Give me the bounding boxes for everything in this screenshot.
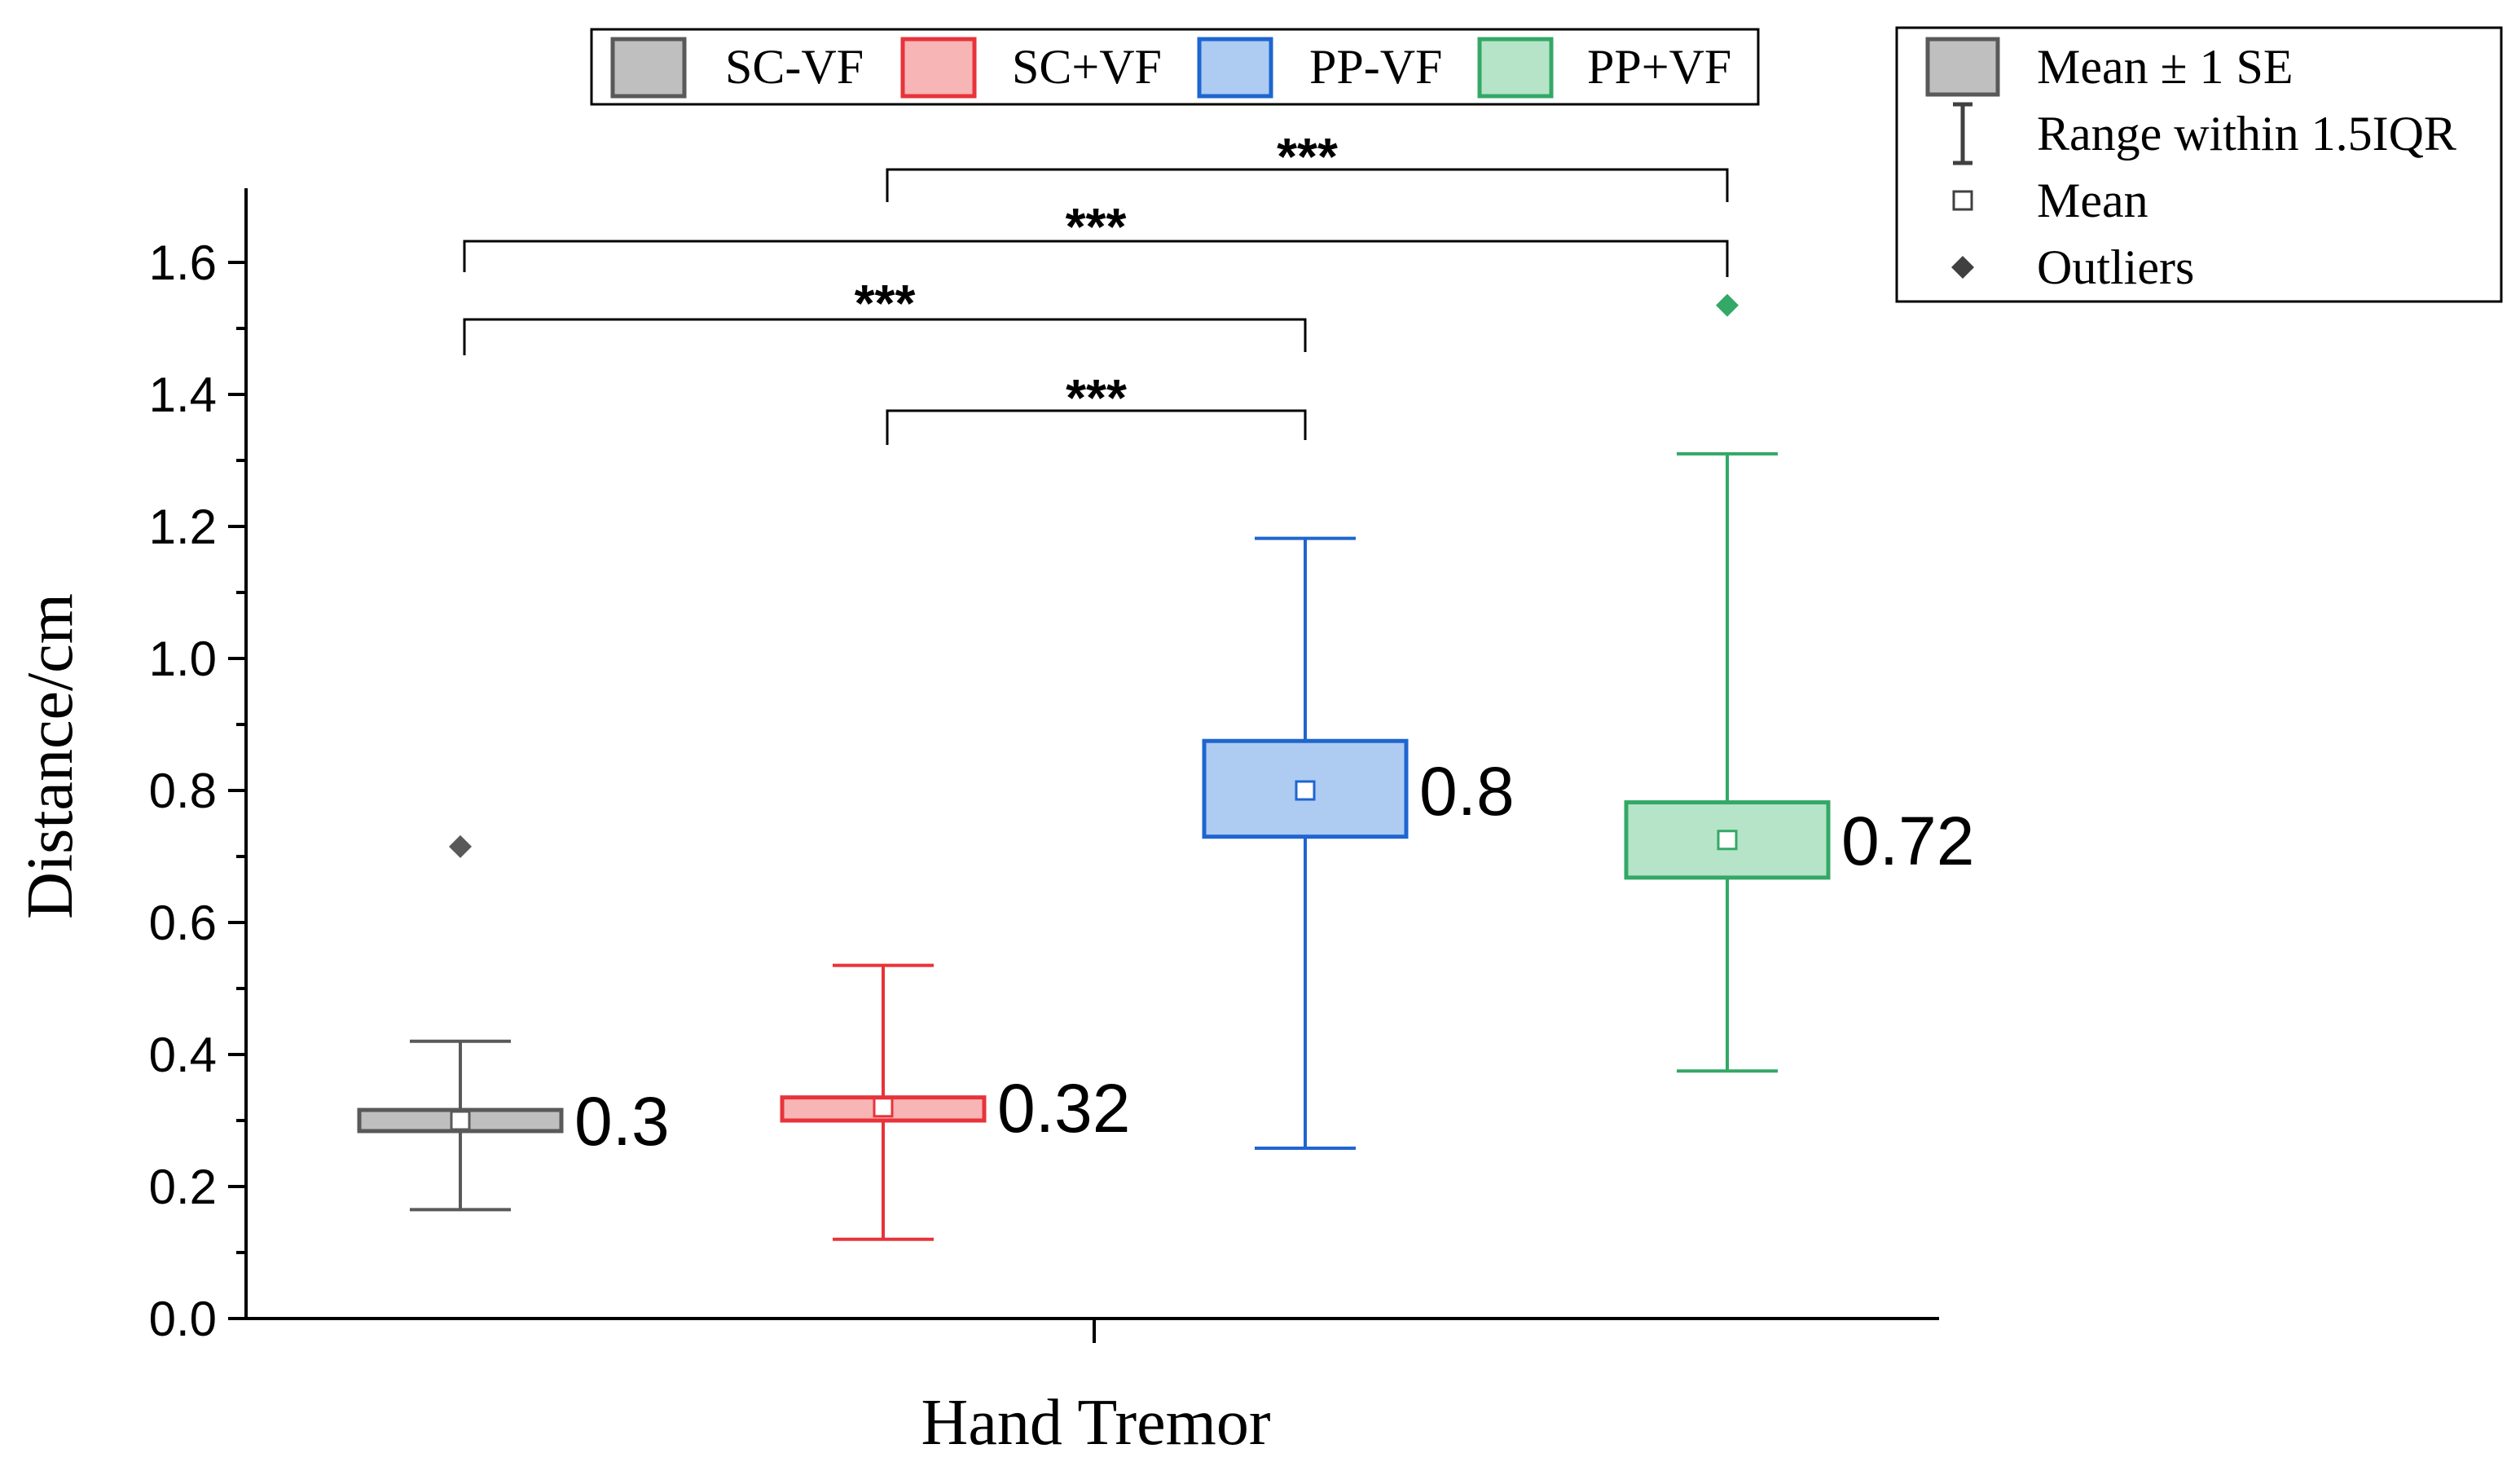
box-4: 0.72: [1624, 293, 1975, 1073]
mean-marker: [873, 1097, 894, 1118]
legend-label: PP+VF: [1587, 40, 1731, 94]
y-tick-label: 1.0: [149, 632, 217, 686]
y-tick-label: 0.2: [149, 1160, 217, 1214]
mean-value-label: 0.32: [997, 1070, 1131, 1147]
box-1: 0.3: [357, 834, 670, 1212]
outlier-marker: [1716, 293, 1739, 317]
key-legend-label: Mean ± 1 SE: [2037, 40, 2294, 94]
legend-label: SC-VF: [725, 40, 864, 94]
y-tick-label: 1.4: [149, 368, 217, 422]
outlier-marker: [449, 834, 472, 858]
x-axis-label: Hand Tremor: [921, 1387, 1271, 1459]
y-tick-label: 0.4: [149, 1028, 217, 1082]
axes: 0.0 0.2 0.4 0.6 0.8 1.0 1.2 1.4 1.6: [149, 188, 1939, 1346]
y-tick-label: 0.6: [149, 896, 217, 950]
significance-bracket: ***: [463, 197, 1729, 277]
significance-label: ***: [1066, 368, 1127, 427]
mean-value-label: 0.8: [1419, 753, 1515, 830]
legend-swatch: [1197, 37, 1273, 99]
significance-brackets: *** *** *** ***: [463, 127, 1729, 445]
key-outlier-symbol: [1951, 256, 1974, 279]
box-3: 0.8: [1202, 536, 1515, 1151]
y-tick-label: 0.8: [149, 764, 217, 818]
y-tick-label: 0.0: [149, 1292, 217, 1346]
legend-label: PP-VF: [1309, 40, 1442, 94]
significance-bracket: ***: [463, 274, 1307, 355]
bracket-line: [886, 409, 1307, 445]
key-legend-label: Range within 1.5IQR: [2037, 107, 2456, 161]
series-legend: SC-VF SC+VF PP-VF PP+VF: [590, 28, 1760, 106]
key-legend: Mean ± 1 SE Range within 1.5IQR MeanOutlie…: [1895, 26, 2503, 303]
series-legend-frame: [590, 28, 1760, 106]
bracket-line: [886, 168, 1729, 202]
bracket-line: [463, 240, 1729, 277]
key-box-symbol: [1925, 37, 2000, 97]
key-legend-label: Mean: [2037, 174, 2148, 227]
mean-value-label: 0.3: [574, 1083, 670, 1160]
significance-label: ***: [1066, 197, 1127, 256]
mean-marker: [450, 1110, 471, 1131]
legend-swatch: [1477, 37, 1554, 99]
bracket-line: [463, 318, 1307, 355]
y-axis-label: Distance/cm: [15, 593, 86, 919]
legend-swatch: [610, 37, 687, 99]
y-tick-label: 1.6: [149, 236, 217, 290]
significance-label: ***: [855, 274, 916, 332]
mean-marker: [1717, 830, 1738, 851]
key-legend-label: Outliers: [2037, 240, 2194, 294]
significance-bracket: ***: [886, 368, 1307, 445]
significance-label: ***: [1277, 127, 1338, 186]
mean-value-label: 0.72: [1841, 803, 1975, 879]
legend-label: SC+VF: [1012, 40, 1162, 94]
boxes: 0.3 0.32 0.8 0.72: [357, 293, 1975, 1241]
legend-swatch: [900, 37, 977, 99]
box-2: 0.32: [780, 963, 1131, 1241]
y-tick-label: 1.2: [149, 500, 217, 554]
key-mean-symbol: [1952, 190, 1973, 211]
significance-bracket: ***: [886, 127, 1729, 202]
mean-marker: [1295, 780, 1316, 801]
